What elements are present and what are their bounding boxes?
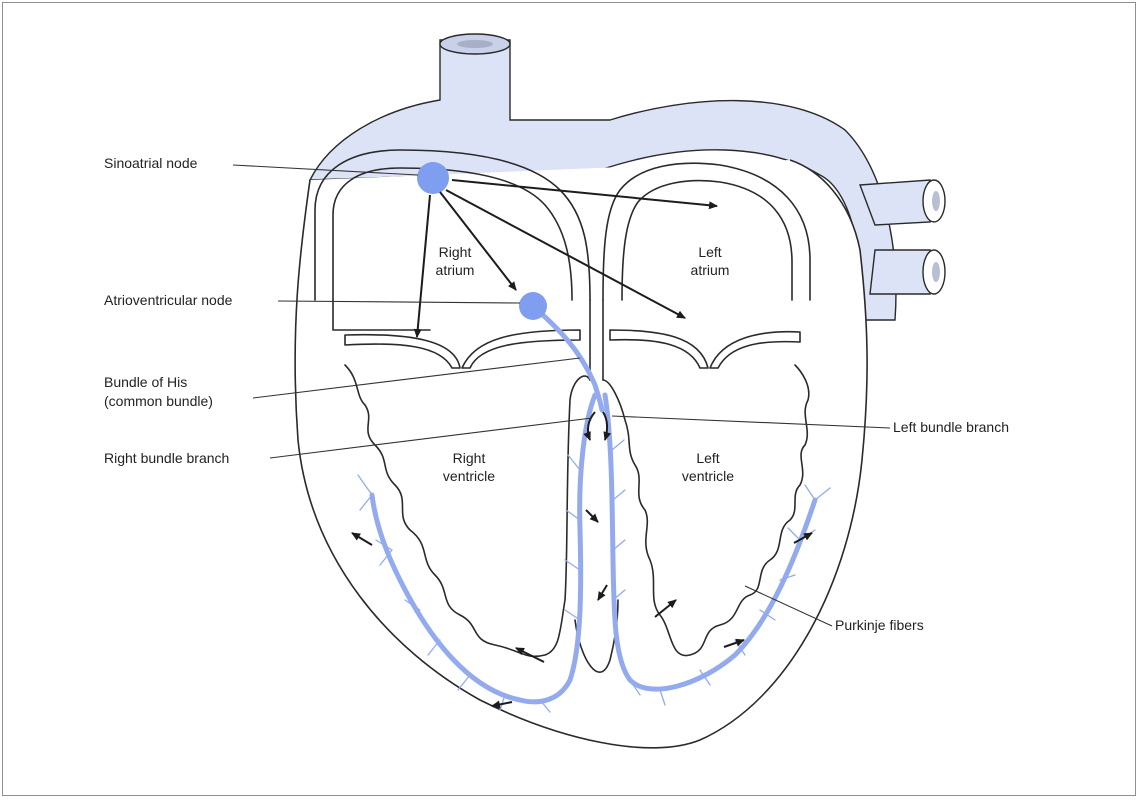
label-right-atrium-1: Right bbox=[439, 244, 472, 260]
label-right-atrium-2: atrium bbox=[436, 262, 475, 278]
pulmonary-vein-lower-lumen bbox=[932, 262, 940, 282]
label-right-bundle-branch: Right bundle branch bbox=[104, 450, 229, 466]
label-left-atrium-1: Left bbox=[698, 244, 721, 260]
label-right-ventricle-1: Right bbox=[453, 450, 486, 466]
label-purkinje-fibers: Purkinje fibers bbox=[835, 617, 924, 633]
label-left-atrium-2: atrium bbox=[691, 262, 730, 278]
label-right-ventricle-2: ventricle bbox=[443, 468, 495, 484]
label-left-bundle-branch: Left bundle branch bbox=[893, 419, 1009, 435]
atrioventricular-node bbox=[519, 292, 547, 320]
pulmonary-vein-upper-lumen bbox=[932, 191, 940, 211]
label-left-ventricle-1: Left bbox=[696, 450, 719, 466]
label-bundle-of-his: Bundle of His bbox=[104, 374, 187, 390]
label-atrioventricular-node: Atrioventricular node bbox=[104, 292, 233, 308]
label-left-ventricle-2: ventricle bbox=[682, 468, 734, 484]
pulmonary-vein-lower bbox=[870, 250, 930, 294]
aorta-lumen bbox=[457, 40, 493, 48]
label-sinoatrial-node: Sinoatrial node bbox=[104, 155, 198, 171]
label-common-bundle: (common bundle) bbox=[104, 393, 213, 409]
sinoatrial-node bbox=[417, 162, 449, 194]
